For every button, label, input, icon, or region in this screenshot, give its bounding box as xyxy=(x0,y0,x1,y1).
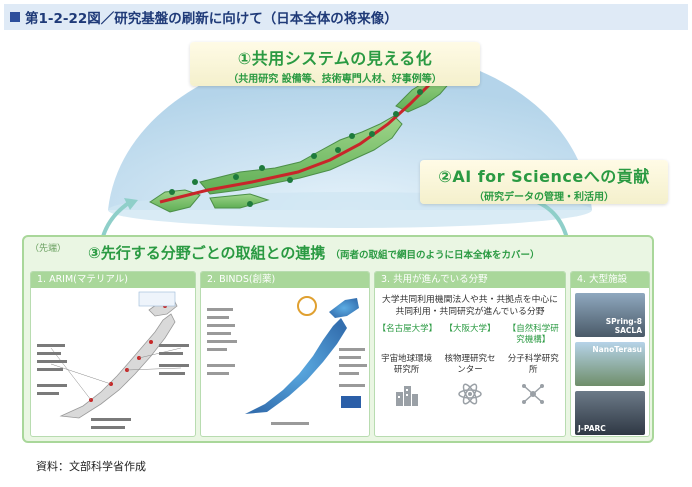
institution-desc: 分子科学研究所 xyxy=(507,354,559,375)
headline1-main: ①共用システムの見える化 xyxy=(237,49,433,68)
card-shared-fields: 3. 共用が進んでいる分野 大学共同利用機関法人や共・共拠点を中心に共同利用・共… xyxy=(374,271,566,437)
building-icon xyxy=(378,382,436,408)
shikoku-shape xyxy=(209,193,270,209)
shared-fields-intro: 大学共同利用機関法人や共・共拠点を中心に共同利用・共同研究が進んでいる分野 xyxy=(382,295,558,317)
figure-title: 第1-2-22図／研究基盤の刷新に向けて（日本全体の将来像） xyxy=(25,11,398,27)
facility-jparc: J-PARC xyxy=(575,391,645,435)
institution-nins: 【自然科学研究機構】 分子科学研究所 xyxy=(504,324,562,408)
facility-spring8: SPring-8 SACLA xyxy=(575,293,645,337)
institution-nagoya: 【名古屋大学】 宇宙地球環境研究所 xyxy=(377,324,438,408)
left-arrow-head xyxy=(124,198,138,210)
figure-title-bar: 第1-2-22図／研究基盤の刷新に向けて（日本全体の将来像） xyxy=(4,4,688,30)
card-title: 4. 大型施設 xyxy=(571,272,649,288)
headline2-sub: （研究データの管理・利活用） xyxy=(474,192,614,203)
map-pins xyxy=(169,89,423,207)
card-binds: 2. BINDS(創薬) xyxy=(200,271,370,437)
facility-label: NanoTerasu xyxy=(592,345,642,354)
title-square-icon xyxy=(10,12,20,22)
honshu-shape xyxy=(199,115,403,195)
card-title: 1. ARIM(マテリアル) xyxy=(31,272,195,288)
facility-nanoterasu: NanoTerasu xyxy=(575,342,645,386)
institution-desc: 宇宙地球環境研究所 xyxy=(381,354,433,375)
institution-name: 【名古屋大学】 xyxy=(377,324,438,334)
card-arim: 1. ARIM(マテリアル) xyxy=(30,271,196,437)
institution-osaka: 【大阪大学】 核物理研究センター xyxy=(441,324,499,408)
panel-corner-label: （先端） xyxy=(30,244,67,254)
headline1-sub: （共用研究 設備等、技術専門人材、好事例等） xyxy=(228,74,442,85)
card-title: 3. 共用が進んでいる分野 xyxy=(375,272,565,288)
panel-main-title: ③先行する分野ごとの取組との連携 xyxy=(88,244,326,262)
institution-row: 【名古屋大学】 宇宙地球環境研究所 【大阪大学】 核物理研究センター xyxy=(375,324,565,408)
panel-heading: ③先行する分野ごとの取組との連携 （両者の取組で網目のように日本全体をカバー） xyxy=(88,242,540,263)
panel-sub-title: （両者の取組で網目のように日本全体をカバー） xyxy=(330,250,540,261)
card-large-facilities: 4. 大型施設 SPring-8 SACLA NanoTerasu J-PARC xyxy=(570,271,650,437)
atom-icon xyxy=(441,382,499,408)
institution-desc: 核物理研究センター xyxy=(444,354,496,375)
collaboration-panel: （先端） ③先行する分野ごとの取組との連携 （両者の取組で網目のように日本全体を… xyxy=(22,235,654,443)
facility-label: J-PARC xyxy=(578,424,606,433)
headline-ai-for-science: ②AI for Scienceへの貢献 （研究データの管理・利活用） xyxy=(420,160,668,204)
binds-map-illustration xyxy=(207,296,367,425)
card-title: 2. BINDS(創薬) xyxy=(201,272,369,288)
institution-name: 【自然科学研究機構】 xyxy=(507,324,559,345)
source-note: 資料：文部科学省作成 xyxy=(36,460,146,473)
molecule-icon xyxy=(504,382,562,408)
institution-name: 【大阪大学】 xyxy=(444,324,496,334)
headline-visualization: ①共用システムの見える化 （共用研究 設備等、技術専門人材、好事例等） xyxy=(190,42,480,86)
headline2-main: ②AI for Scienceへの貢献 xyxy=(438,167,650,186)
facility-label: SPring-8 SACLA xyxy=(605,317,642,335)
arim-map-illustration xyxy=(37,291,189,429)
